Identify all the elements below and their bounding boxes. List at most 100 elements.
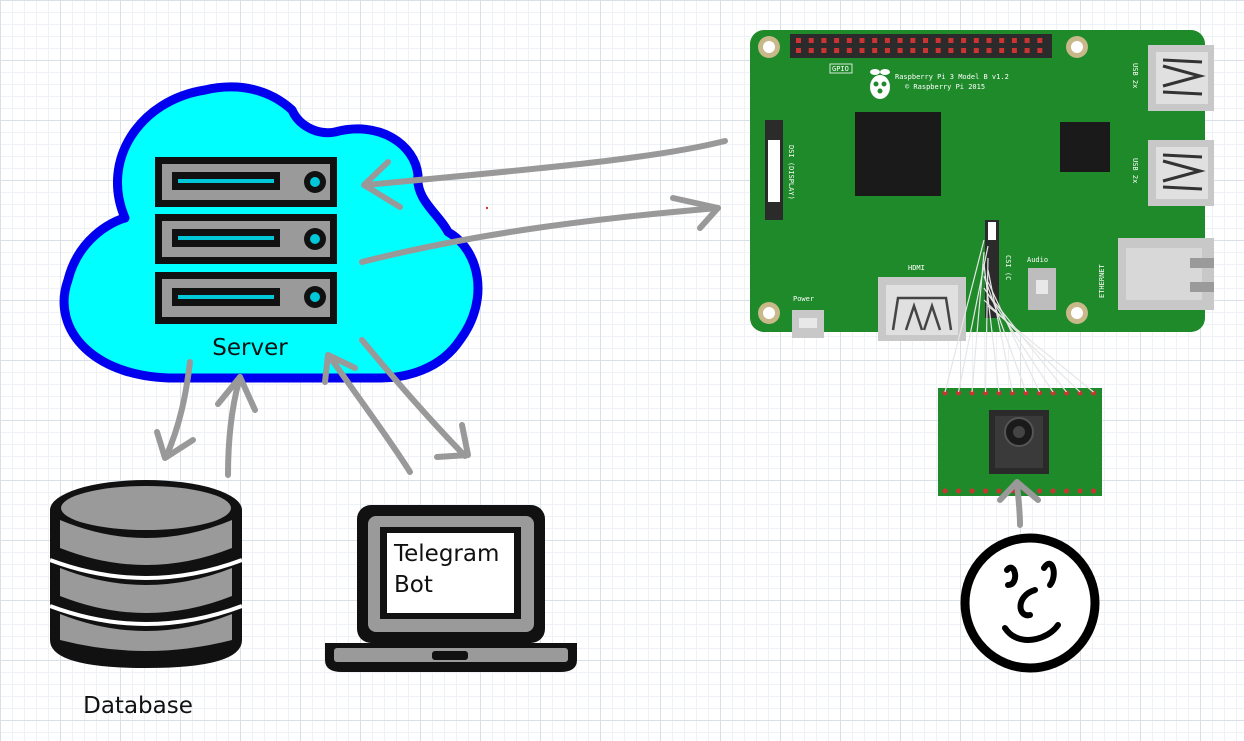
gpio-pin <box>884 48 890 53</box>
usb-port-bottom <box>1148 140 1214 206</box>
audio-label: Audio <box>1027 256 1048 264</box>
arrows <box>154 138 1041 528</box>
telegram-bot-label-line2: Bot <box>394 572 433 598</box>
camera-pin <box>1037 488 1042 494</box>
power-label: Power <box>793 295 814 303</box>
gpio-pin <box>897 38 903 43</box>
gpio-pin <box>910 48 916 53</box>
raspberry-logo-icon <box>870 69 890 99</box>
gpio-pin <box>935 48 941 53</box>
ribbon-wire <box>957 245 989 393</box>
gpio-pin <box>1037 48 1043 53</box>
gpio-pin <box>1037 38 1043 43</box>
usb-port-top <box>1148 45 1214 111</box>
ribbon-wire <box>984 257 989 393</box>
camera-pin <box>1064 488 1069 494</box>
gpio-pin <box>1024 48 1030 53</box>
face-icon <box>960 533 1100 673</box>
gpio-pin <box>973 38 979 43</box>
gpio-pin <box>846 48 852 53</box>
ribbon-wire <box>987 293 1067 393</box>
camera-pin <box>1077 488 1083 494</box>
ribbon-wire <box>944 239 985 393</box>
hdmi-port <box>878 277 966 341</box>
camera-pin <box>996 488 1002 494</box>
camera-pin <box>1050 390 1056 396</box>
gpio-pin <box>999 38 1005 43</box>
camera-pin <box>1091 488 1096 494</box>
gpio-pin <box>935 38 941 43</box>
gpio-pin <box>846 38 852 43</box>
gpio-pin <box>948 48 954 53</box>
gpio-pin <box>821 38 827 43</box>
gpio-pin <box>872 38 878 43</box>
camera-pin <box>956 390 961 396</box>
ribbon-wire <box>987 305 1094 393</box>
camera-pin <box>969 488 975 494</box>
gpio-pin <box>872 48 878 53</box>
gpio-pin <box>999 48 1005 53</box>
database-label: Database <box>83 693 193 719</box>
hdmi-label: HDMI <box>908 264 925 272</box>
arrow-server-to-database <box>154 359 196 461</box>
gpio-pin <box>808 48 814 53</box>
ribbon-wire <box>983 287 1054 393</box>
arrow-bot-to-server <box>322 352 413 475</box>
camera-pin <box>1010 390 1015 396</box>
gpio-pin <box>973 48 979 53</box>
camera-pin <box>983 488 988 494</box>
usb-label-bottom: USB 2x <box>1131 158 1139 183</box>
gpio-pin <box>796 48 801 53</box>
telegram-bot-label-line1: Telegram <box>393 541 499 567</box>
gpio-pin <box>986 48 992 53</box>
ribbon-wire <box>983 275 1027 393</box>
gpio-pin <box>986 38 992 43</box>
camera-pin <box>983 390 988 396</box>
ribbon-wire <box>971 251 985 393</box>
arrow-server-to-bot <box>359 337 471 460</box>
ribbon-wire <box>983 263 1000 393</box>
camera-pin <box>1064 390 1069 396</box>
camera-pin <box>1077 390 1083 396</box>
gpio-pin <box>859 38 865 43</box>
gpio-label: GPIO <box>832 65 849 73</box>
dsi-label: DSI (DISPLAY) <box>787 145 795 200</box>
gpio-pin <box>910 38 916 43</box>
arrow-database-to-server <box>215 374 258 478</box>
camera-ribbon-wires <box>944 239 1094 393</box>
ethernet-port <box>1118 238 1214 310</box>
usb-label-top: USB 2x <box>1131 63 1139 88</box>
soc-chip <box>855 112 941 196</box>
csi-connector <box>985 220 999 318</box>
mounting-holes <box>758 36 1088 324</box>
gpio-pin <box>1024 38 1030 43</box>
gpio-pin <box>834 48 840 53</box>
gpio-pin <box>961 48 967 53</box>
gpio-pin <box>884 38 890 43</box>
gpio-pin <box>859 48 865 53</box>
gpio-pin <box>923 48 928 53</box>
gpio-pin <box>948 38 954 43</box>
usb-controller-chip <box>1060 122 1110 172</box>
gpio-pins <box>796 38 1043 53</box>
ribbon-wire <box>987 281 1041 393</box>
gpio-pin <box>834 38 840 43</box>
camera-pin <box>942 390 948 396</box>
camera-pin <box>956 488 961 494</box>
camera-module <box>938 388 1102 496</box>
raspberry-pi-board: GPIO Raspberry Pi 3 Model B v1.2 © Raspb… <box>750 30 1214 341</box>
csi-label: CSI (C <box>1004 255 1012 280</box>
pi-model-label: Raspberry Pi 3 Model B v1.2 <box>895 73 1009 81</box>
gpio-pin <box>961 38 967 43</box>
gpio-pin <box>1011 48 1017 53</box>
camera-pin <box>942 488 948 494</box>
gpio-header <box>790 34 1052 58</box>
stray-dot <box>485 206 489 210</box>
camera-pin <box>996 390 1002 396</box>
arrow-face-to-camera <box>997 479 1041 528</box>
laptop-icon <box>325 505 577 672</box>
database-icon <box>49 480 243 668</box>
gpio-pin <box>796 38 801 43</box>
camera-pin <box>1023 390 1029 396</box>
